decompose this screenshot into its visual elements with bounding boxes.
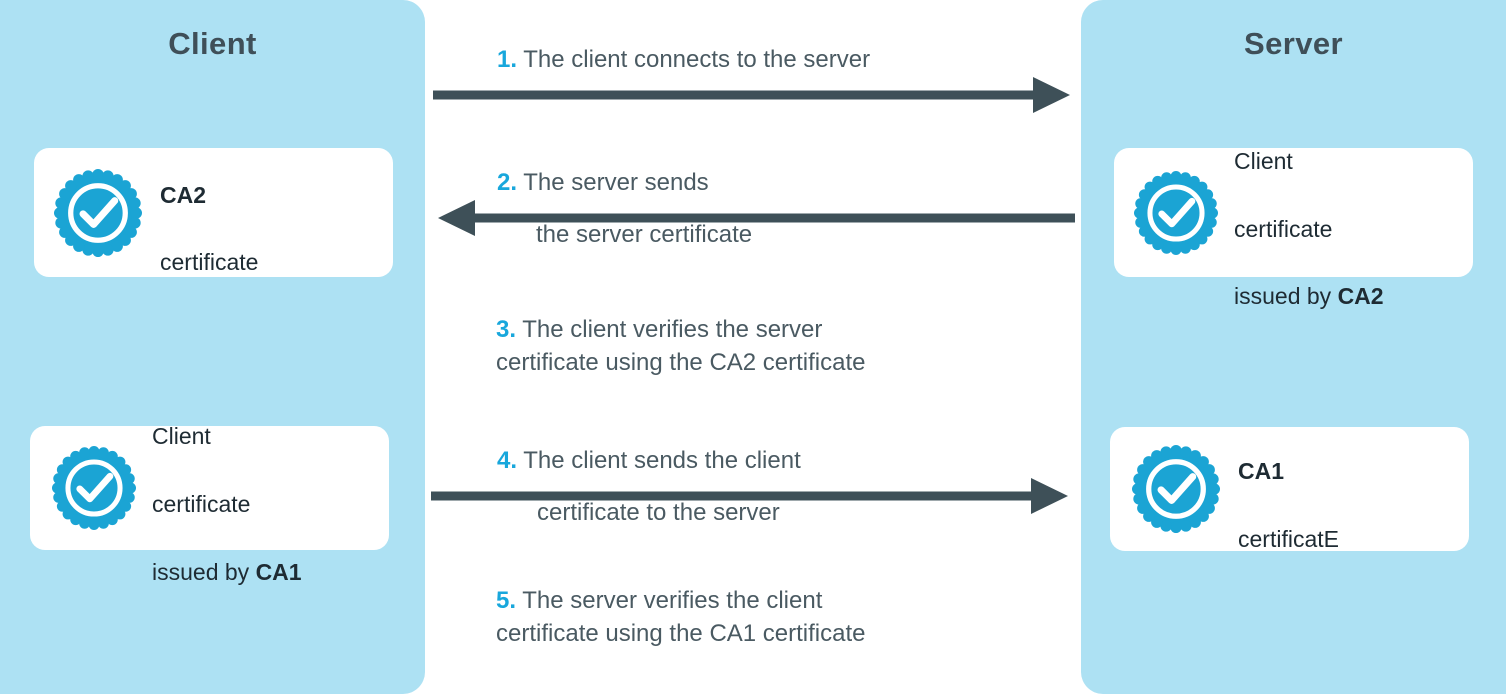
step-5-number: 5. <box>496 587 517 614</box>
certificate-badge-icon <box>1134 170 1218 255</box>
card-client-certificate-line1: Client <box>152 423 211 450</box>
arrow-step2-server-to-client <box>438 200 1075 236</box>
step-2-text: The server sends <box>517 169 709 196</box>
step-3-text: The client verifies the server certifica… <box>496 316 866 377</box>
step-4-label-continued: certificate to the server <box>537 499 780 526</box>
card-server-ca1-line1: CA1 <box>1238 458 1285 485</box>
step-4-text: The client sends the client <box>517 447 801 474</box>
step-3-number: 3. <box>496 316 517 343</box>
arrow-step4-client-to-server <box>431 478 1068 514</box>
card-server-ca1-text: CA1 certificatE <box>1238 421 1339 556</box>
card-client-certificate-ca1-text: Client certificate issued by CA1 <box>152 387 302 590</box>
card-client-ca2-line2: certificate <box>160 249 259 276</box>
step-1-number: 1. <box>497 46 518 73</box>
step-1-text: The client connects to the server <box>517 46 871 73</box>
step-5-text: The server verifies the client certifica… <box>496 587 866 648</box>
card-client-ca2-text: CA2 certificate <box>160 145 258 280</box>
step-1-label: 1. The client connects to the server <box>497 43 870 76</box>
certificate-badge-icon <box>52 446 136 530</box>
certificate-badge-icon <box>1132 445 1220 533</box>
client-panel: Client <box>0 0 425 694</box>
card-server-certificate-line1: Client <box>1234 147 1293 174</box>
card-client-ca2-certificate: CA2 certificate <box>34 148 393 277</box>
card-server-client-certificate-ca2: Client certificate issued by CA2 <box>1114 148 1473 309</box>
card-client-certificate-line2: certificate <box>152 491 251 517</box>
card-server-certificate-line3-prefix: issued by <box>1234 283 1338 310</box>
server-panel-title: Server <box>1244 26 1343 61</box>
card-client-ca2-line1: CA2 <box>160 181 207 208</box>
step-2-number: 2. <box>497 169 518 196</box>
card-server-certificate-line3-issuer: CA2 <box>1337 283 1384 310</box>
card-server-client-certificate-ca2-text: Client certificate issued by CA2 <box>1234 111 1384 314</box>
certificate-badge-icon <box>54 168 142 257</box>
card-server-certificate-line2: certificate <box>1234 215 1333 242</box>
card-client-certificate-line3-issuer: CA1 <box>255 558 302 585</box>
step-3-label: 3. The client verifies the server certif… <box>496 313 866 379</box>
card-client-certificate-ca1: Client certificate issued by CA1 <box>30 423 389 585</box>
step-2-label-continued: the server certificate <box>536 221 753 248</box>
step-4-label: 4. The client sends the client <box>497 444 801 477</box>
arrow-step1-client-to-server <box>433 77 1070 113</box>
step-5-label: 5. The server verifies the client certif… <box>496 584 866 650</box>
card-server-ca1-line2: certificatE <box>1238 525 1339 552</box>
client-panel-title: Client <box>168 26 257 61</box>
card-server-ca1-certificate: CA1 certificatE <box>1110 427 1469 552</box>
card-client-certificate-line3-prefix: issued by <box>152 558 256 585</box>
step-4-number: 4. <box>497 447 518 474</box>
step-2-label: 2. The server sends <box>497 166 709 199</box>
server-panel: Server <box>1081 0 1506 694</box>
